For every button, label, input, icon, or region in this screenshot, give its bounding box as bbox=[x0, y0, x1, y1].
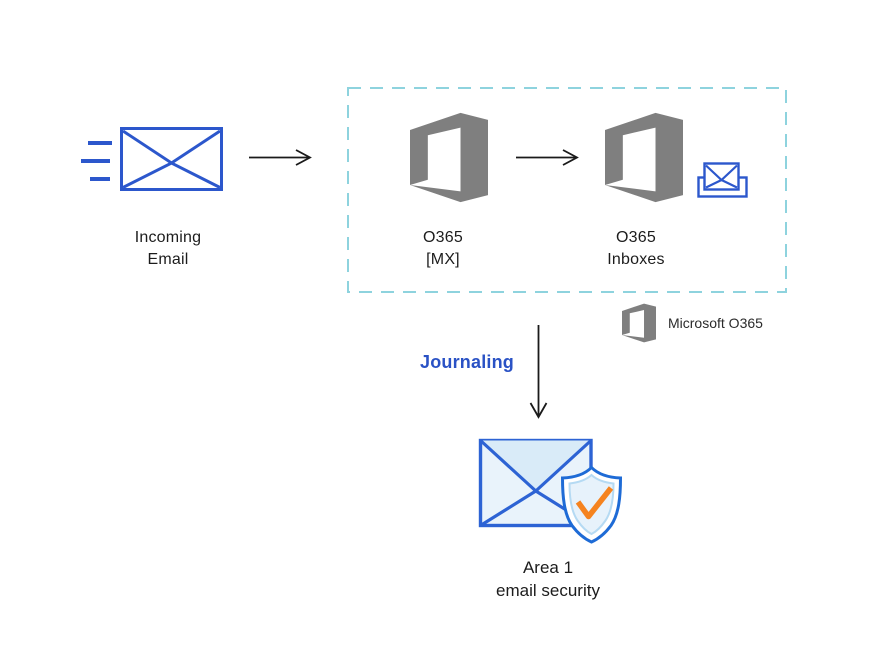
o365-mx-label-line1: O365 bbox=[423, 229, 463, 246]
arrow-down-icon bbox=[529, 325, 548, 419]
microsoft-o365-legend-icon bbox=[622, 303, 656, 343]
o365-inboxes-label-line1: O365 bbox=[616, 229, 656, 246]
area1-email-security-icon bbox=[478, 438, 623, 544]
o365-mx-icon bbox=[410, 112, 488, 203]
o365-mx-label: O365 [MX] bbox=[373, 227, 513, 271]
incoming-email-label-line1: Incoming bbox=[134, 229, 202, 246]
inbox-icon bbox=[697, 162, 748, 198]
arrow-right-icon bbox=[516, 149, 579, 166]
journaling-label: Journaling bbox=[420, 352, 515, 372]
incoming-email-label: Incoming Email bbox=[98, 227, 238, 271]
o365-inboxes-icon bbox=[605, 112, 683, 203]
o365-inboxes-label-line2: Inboxes bbox=[607, 251, 665, 268]
arrow-right-icon bbox=[249, 149, 312, 166]
area1-label-line2: email security bbox=[496, 581, 600, 600]
checkmark-icon bbox=[575, 486, 614, 520]
envelope-icon bbox=[120, 127, 223, 191]
shield-icon bbox=[560, 465, 623, 544]
o365-inboxes-label: O365 Inboxes bbox=[566, 227, 706, 271]
area1-label-line1: Area 1 bbox=[522, 558, 574, 577]
microsoft-o365-legend-label: Microsoft O365 bbox=[668, 315, 763, 331]
incoming-email-label-line2: Email bbox=[147, 251, 189, 268]
o365-mx-label-line2: [MX] bbox=[426, 251, 460, 268]
o365-boundary-box bbox=[347, 87, 787, 293]
area1-label: Area 1 email security bbox=[468, 556, 628, 602]
incoming-email-icon bbox=[81, 127, 223, 191]
